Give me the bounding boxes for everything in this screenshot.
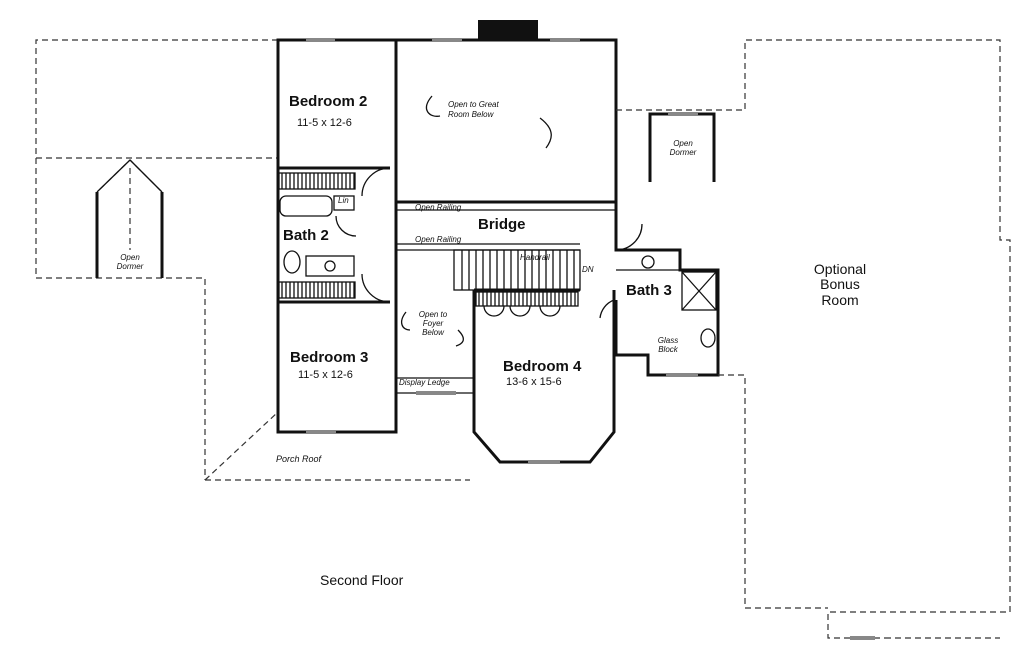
bedroom2-dims: 11-5 x 12-6: [297, 117, 352, 129]
glass-block-label: Glass Block: [650, 336, 686, 355]
bonus-room-line2: Bonus: [820, 276, 860, 293]
bonus-room-line1: Optional: [813, 261, 867, 277]
open-railing-top: Open Railing: [415, 203, 462, 212]
handrail-label: Handrail: [520, 253, 550, 262]
bedroom3-label: Bedroom 3: [290, 349, 369, 366]
left-open-dormer: [95, 159, 164, 278]
open-railing-bottom: Open Railing: [415, 235, 462, 244]
bedroom3-dims: 11-5 x 12-6: [298, 369, 353, 381]
bath2-fixtures: [279, 195, 355, 277]
floor-title: Second Floor: [320, 572, 404, 588]
right-dormer-label: Open Dormer: [658, 139, 708, 158]
open-foyer-note: Open to Foyer Below: [410, 310, 456, 337]
open-great-room-note-2: Room Below: [448, 110, 494, 119]
bath3-fixtures: [641, 255, 717, 348]
bath3-label: Bath 3: [626, 282, 672, 299]
open-foyer-line3: Below: [422, 327, 444, 337]
open-foyer-line1: Open to: [418, 310, 448, 319]
house-walls: [276, 20, 720, 464]
open-foyer-line2: Foyer: [422, 318, 444, 328]
bonus-room-outline: [616, 39, 1011, 639]
bridge-label: Bridge: [478, 216, 526, 233]
left-dormer-label: Open Dormer: [104, 253, 156, 272]
right-dormer-line2: Dormer: [669, 147, 697, 157]
open-great-room-note-1: Open to Great: [448, 100, 499, 109]
glass-block-line2: Block: [658, 344, 678, 354]
bedroom2-label: Bedroom 2: [289, 93, 368, 110]
windows: [306, 38, 875, 640]
left-roof-outline: [35, 39, 279, 481]
display-ledge-label: Display Ledge: [399, 378, 450, 387]
bonus-room-line3: Room: [821, 291, 859, 308]
bedroom4-dims: 13-6 x 15-6: [506, 376, 562, 388]
glass-block-line1: Glass: [657, 336, 679, 345]
bedroom4-label: Bedroom 4: [503, 358, 582, 375]
door-swings: [335, 95, 643, 347]
bonus-room-label: Optional Bonus Room: [792, 261, 888, 308]
porch-roof-label: Porch Roof: [276, 454, 322, 464]
right-dormer-line1: Open: [673, 139, 693, 148]
linen-closet-label: Lin: [338, 196, 349, 205]
bath2-label: Bath 2: [283, 227, 329, 244]
stair-down-label: DN: [582, 265, 594, 274]
left-dormer-line1: Open: [120, 253, 140, 262]
closet-strips: [278, 172, 579, 307]
left-dormer-line2: Dormer: [116, 261, 144, 271]
